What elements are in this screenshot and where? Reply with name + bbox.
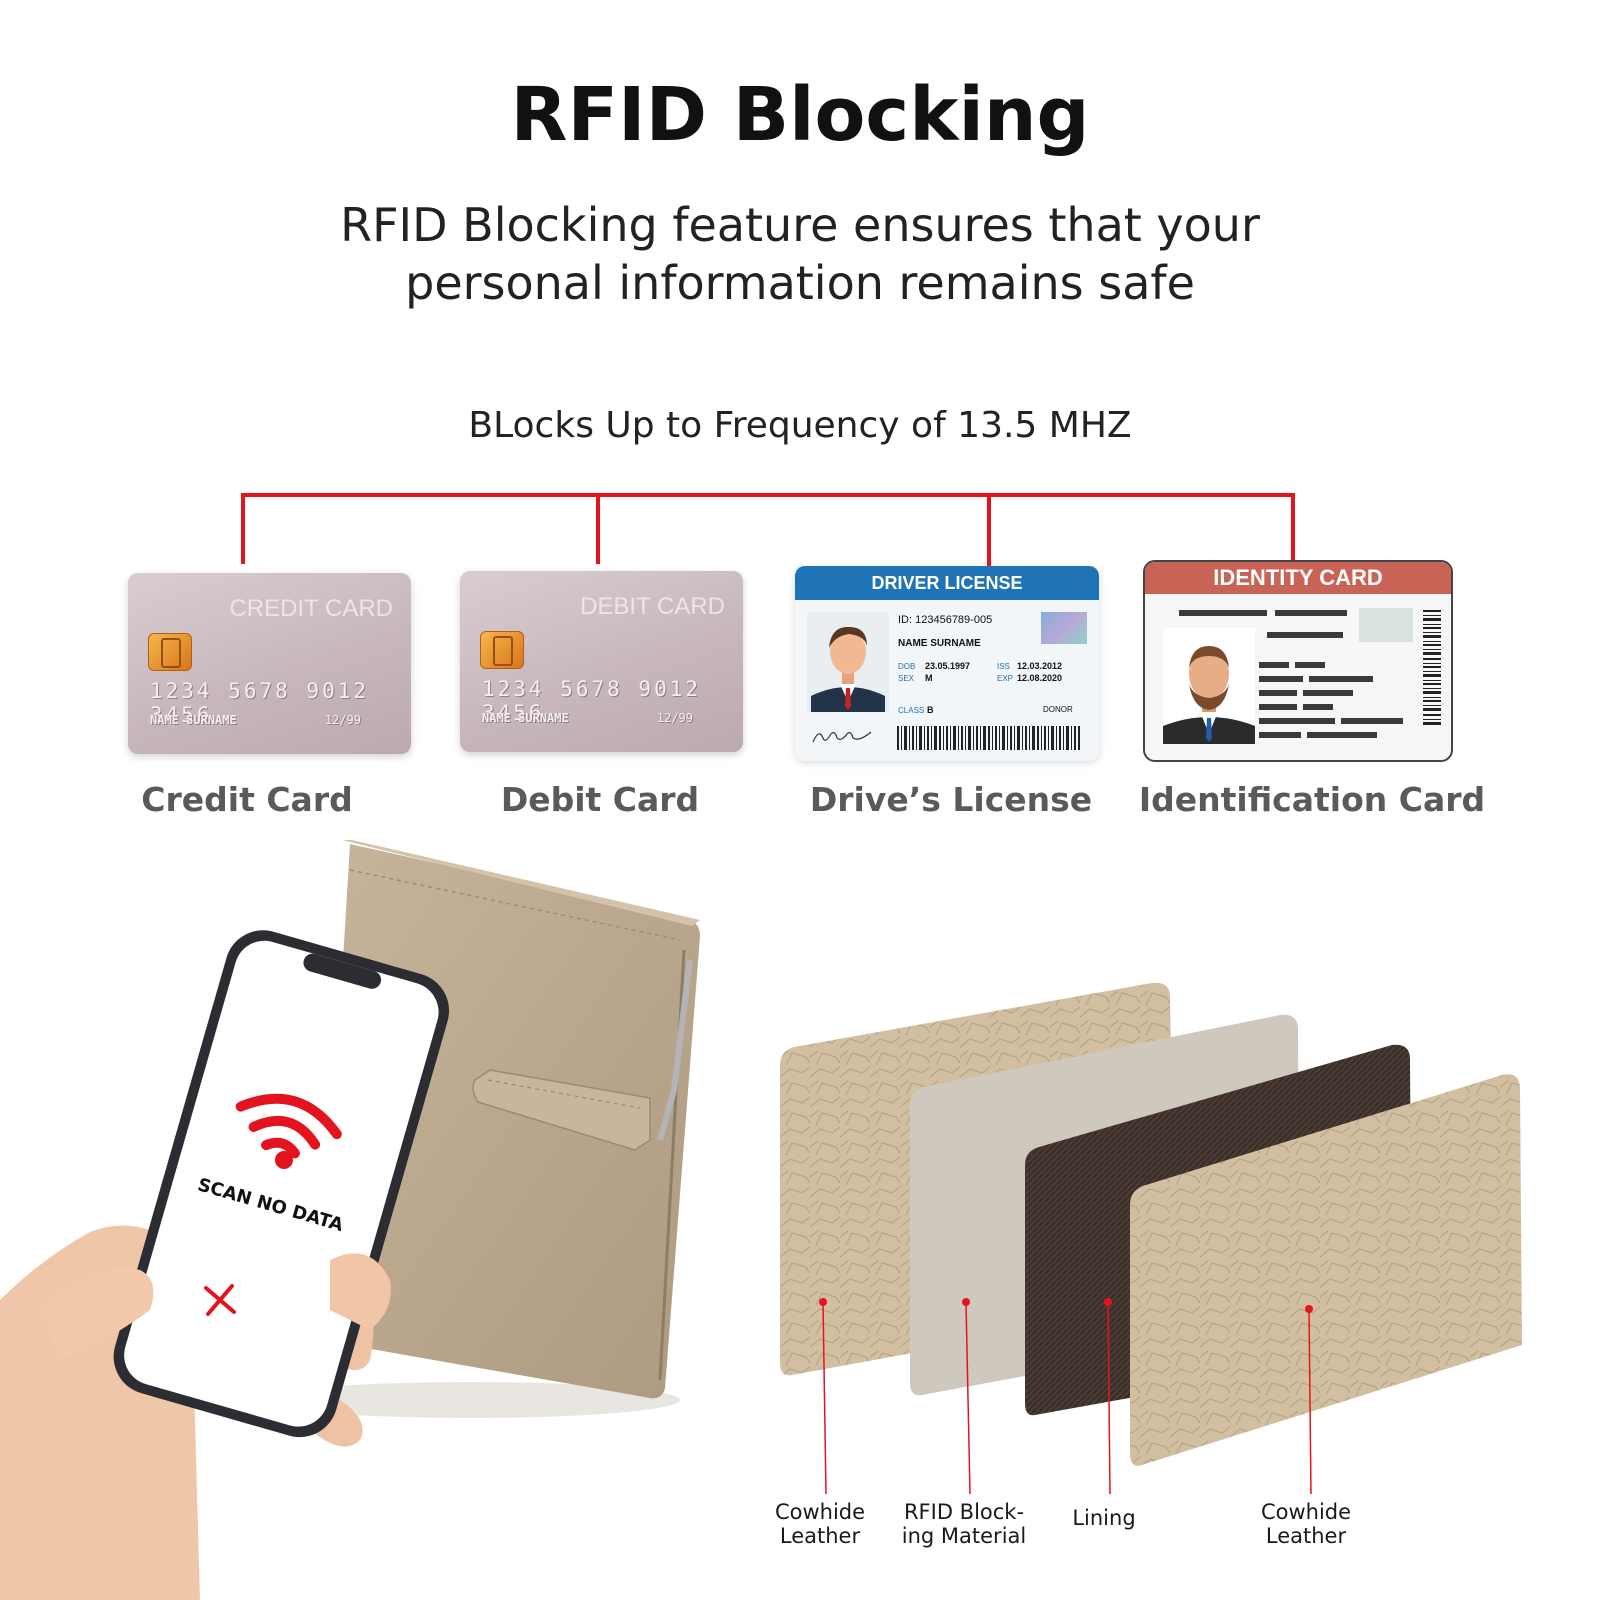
signature-icon [812,731,872,743]
credit-card-image: CREDIT CARD 1234 5678 9012 3456 NAME SUR… [128,573,411,754]
debit-card-title: DEBIT CARD [580,593,725,620]
license-id: ID: 123456789-005 [898,614,993,626]
debit-card-image: DEBIT CARD 1234 5678 9012 3456 NAME SURN… [460,571,743,752]
iss-value: 12.03.2012 [1017,661,1063,671]
layer-label-line2: ing Material [901,1524,1027,1548]
layer-cowhide-inner [1130,1074,1522,1466]
portrait-icon [1163,628,1255,744]
sex-label: SEX [898,674,915,683]
layer-label-cowhide-outer: Cowhide Leather [720,1500,920,1548]
class-value: B [927,705,934,715]
driver-license-image: DRIVER LICENSE ID: 123456789-005 NAME SU… [795,566,1099,761]
layer-leader-lines [819,1298,1313,1495]
layer-label-line1: RFID Block- [903,1500,1025,1524]
layer-label-line1: Cowhide [774,1500,866,1524]
chip-icon [148,633,192,671]
debit-card-name: NAME SURNAME [482,711,569,725]
sex-value: M [925,673,933,683]
layer-label-line1: Lining [1072,1506,1136,1530]
exp-label: EXP [997,674,1014,683]
layer-label-cowhide-inner: Cowhide Leather [1206,1500,1406,1548]
identity-card-image: IDENTITY CARD [1143,560,1453,762]
driver-license-title: DRIVER LICENSE [795,566,1099,600]
class-label: CLASS [898,706,925,715]
connector-bracket [241,493,1295,568]
iss-label: ISS [997,662,1010,671]
chip-icon [480,631,524,669]
portrait-icon [807,612,889,712]
wifi-signal-icon [235,1093,342,1169]
layer-label-lining: Lining [1004,1506,1204,1530]
layer-label-line2: Leather [779,1524,861,1548]
barcode-icon [1423,610,1441,725]
layer-label-rfid-material: RFID Block- ing Material [864,1500,1064,1548]
barcode-icon [897,726,1080,750]
license-name: NAME SURNAME [898,638,981,649]
credit-card-caption: Credit Card [141,780,353,819]
x-icon [204,1284,236,1316]
layer-label-line2: Leather [1265,1524,1347,1548]
debit-card-expiry: 12/99 [656,711,693,725]
dob-label: DOB [898,662,916,671]
subtitle-line-1: RFID Blocking feature ensures that your [340,198,1260,252]
driver-license-caption: Drive’s License [809,780,1093,819]
hologram-icon [1041,612,1087,644]
credit-card-expiry: 12/99 [324,713,361,727]
credit-card-number: 1234 5678 9012 3456 [150,679,370,727]
page-title: RFID Blocking [510,72,1090,158]
wallet-strap [472,1069,651,1151]
wallet-phone-illustration [0,840,700,1600]
identity-card-caption: Identification Card [1138,780,1486,819]
credit-card-title: CREDIT CARD [229,595,393,622]
debit-card-caption: Debit Card [500,780,700,819]
debit-card-number: 1234 5678 9012 3456 [482,677,702,725]
frequency-label: BLocks Up to Frequency of 13.5 MHZ [468,405,1132,446]
credit-card-name: NAME SURNAME [150,713,237,727]
donor-label: DONOR [1043,705,1073,714]
world-map-icon [1359,608,1413,642]
smartphone [113,930,450,1438]
layer-label-line1: Cowhide [1260,1500,1352,1524]
exp-value: 12.08.2020 [1017,673,1063,683]
page-subtitle: RFID Blocking feature ensures that your … [200,196,1400,312]
identity-card-title: IDENTITY CARD [1145,562,1451,594]
subtitle-line-2: personal information remains safe [405,256,1195,310]
dob-value: 23.05.1997 [925,661,971,671]
material-layers-illustration [780,982,1522,1466]
